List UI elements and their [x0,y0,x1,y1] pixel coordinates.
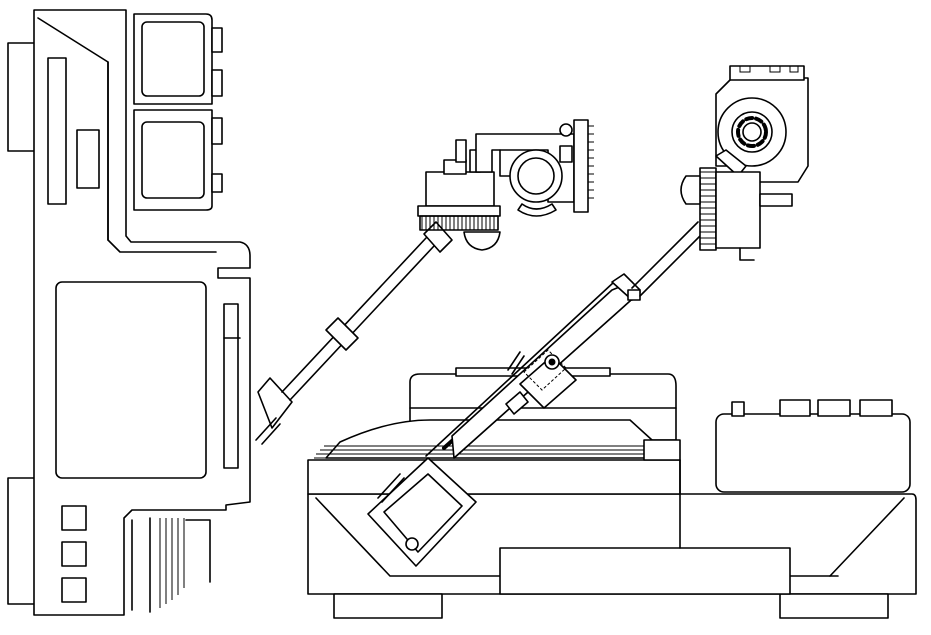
top-side-tab [7,42,39,152]
base-upper-deck [307,459,681,495]
control-box [715,399,911,493]
left-mounting-arm [255,221,453,445]
right-pan-tilt-head [680,65,809,261]
bottom-side-tab [7,477,39,605]
left-unit-side-view [7,9,251,616]
right-mounting-arm [367,221,707,567]
left-pan-tilt-head [417,119,594,251]
